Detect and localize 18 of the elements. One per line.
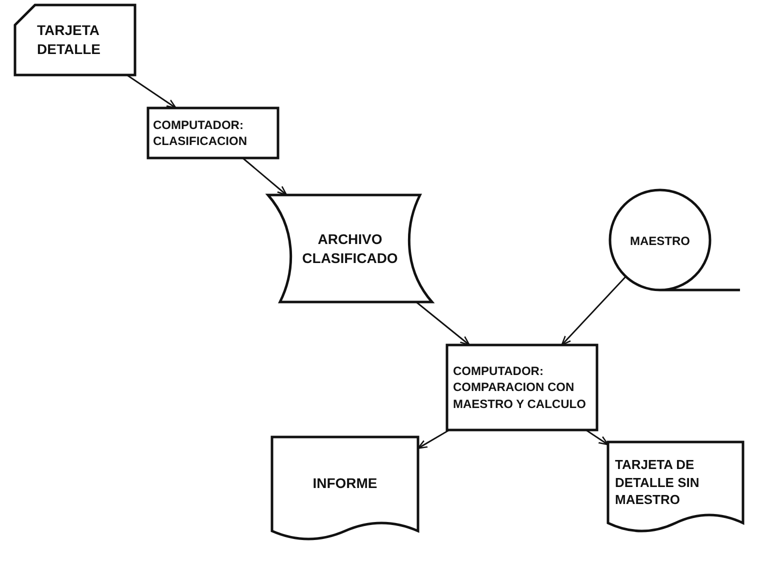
process-box <box>148 108 278 158</box>
node-label: INFORME <box>312 474 378 492</box>
node-label: TARJETA DE DETALLE SIN MAESTRO <box>615 456 700 509</box>
node-label: MAESTRO <box>630 232 690 250</box>
node-label: TARJETA DETALLE <box>37 21 102 59</box>
arrow <box>561 276 626 346</box>
node-label: COMPUTADOR: COMPARACION CON MAESTRO Y CALCULO <box>453 363 587 412</box>
stored-data-shape <box>268 195 432 302</box>
arrow <box>416 301 470 346</box>
arrow <box>417 429 450 449</box>
node-label: COMPUTADOR: CLASIFICACION <box>153 116 248 150</box>
arrow <box>126 74 177 109</box>
node-label: ARCHIVO CLASIFICADO <box>301 230 399 268</box>
punched-card-shape <box>15 5 135 75</box>
arrow <box>242 157 288 196</box>
process-box <box>447 345 597 430</box>
arrow <box>586 429 609 446</box>
magnetic-tape-shape <box>610 190 740 292</box>
